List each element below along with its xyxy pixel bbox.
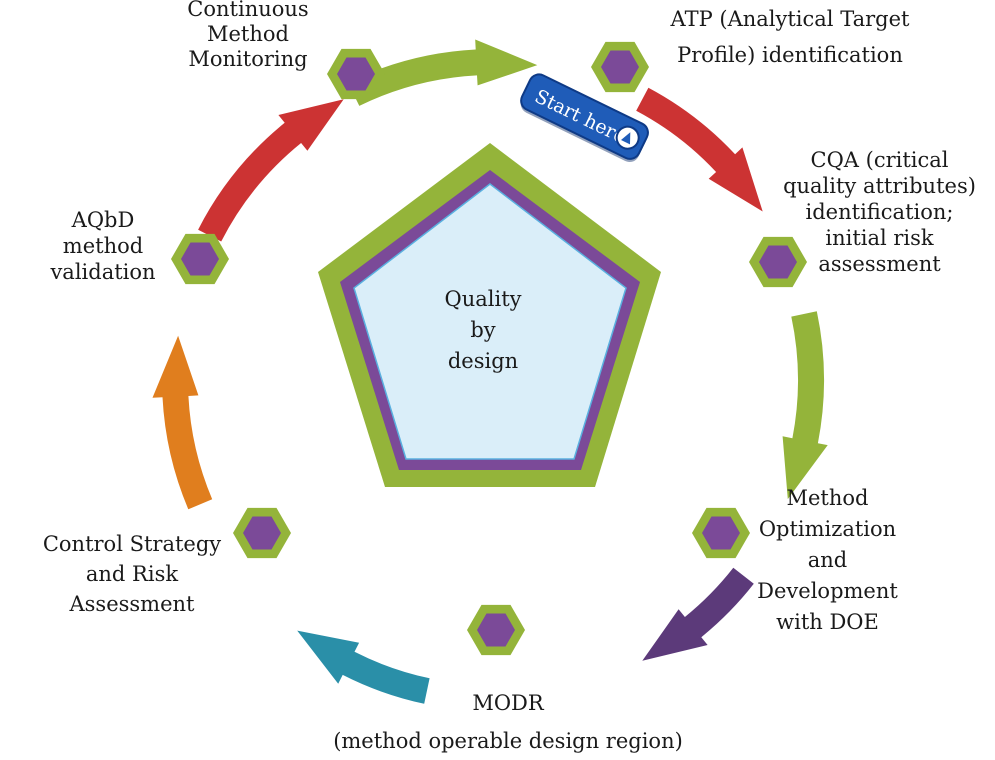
step-label-line: Method xyxy=(786,486,869,510)
step-hexagons xyxy=(171,41,807,656)
cycle-arrow-7 xyxy=(198,99,344,242)
step-label-line: CQA (critical xyxy=(810,148,949,172)
step-label-line: AQbD xyxy=(71,208,135,232)
hexagon-marker-cqa xyxy=(749,236,807,288)
step-label-line: and Risk xyxy=(85,562,179,586)
cycle-arrow-3 xyxy=(782,311,828,500)
step-label-line: Assessment xyxy=(69,592,195,616)
cycle-arrow-2 xyxy=(636,87,763,212)
cycle-arrow-4 xyxy=(642,567,754,661)
step-label-line: Control Strategy xyxy=(42,532,222,556)
play-arrow-icon xyxy=(620,132,631,145)
step-label-line: identification; xyxy=(805,200,954,224)
step-label-line: initial risk xyxy=(825,226,934,250)
center-line: design xyxy=(447,349,519,373)
cycle-arrow-5 xyxy=(297,630,430,704)
hexagon-marker-method-optimization xyxy=(692,507,750,559)
step-label-line: Method xyxy=(207,22,289,46)
center-line: Quality xyxy=(444,287,522,311)
hexagon-inner xyxy=(702,516,740,550)
step-label-modr: MODR (method operable design region) xyxy=(318,684,698,760)
cycle-arrows xyxy=(152,39,828,704)
step-label-line: ATP (Analytical Target xyxy=(670,7,910,31)
step-label-line: method xyxy=(62,234,144,258)
hexagon-inner xyxy=(243,516,281,550)
center-line: by xyxy=(470,318,496,342)
quality-by-design-pentagon xyxy=(318,143,661,487)
step-label-method-optimization: Method Optimization and Development with… xyxy=(740,483,915,638)
hexagon-marker-modr xyxy=(467,604,525,656)
step-label-control-strategy: Control Strategy and Risk Assessment xyxy=(37,529,227,619)
step-label-aqbd-validation: AQbD method validation xyxy=(38,207,168,285)
step-label-line: Continuous xyxy=(187,0,309,21)
cycle-arrow-1 xyxy=(347,39,538,106)
step-label-line: Monitoring xyxy=(188,47,308,71)
hexagon-marker-continuous-monitoring xyxy=(327,48,385,100)
step-label-atp: ATP (Analytical Target Profile) identifi… xyxy=(665,1,915,73)
pentagon-inner xyxy=(353,183,627,460)
step-label-cqa: CQA (critical quality attributes) identi… xyxy=(772,147,987,277)
step-label-line: validation xyxy=(50,260,156,284)
step-label-line: Optimization xyxy=(758,517,897,541)
step-label-line: quality attributes) xyxy=(783,174,976,198)
step-label-continuous-monitoring: Continuous Method Monitoring xyxy=(178,0,318,72)
step-label-line: Profile) identification xyxy=(677,43,903,67)
hexagon-inner xyxy=(181,242,219,276)
step-label-line: with DOE xyxy=(776,610,879,634)
hexagon-inner xyxy=(759,245,797,279)
step-label-line: (method operable design region) xyxy=(333,729,683,753)
hexagon-marker-atp xyxy=(591,41,649,93)
cycle-arrow-6 xyxy=(152,335,213,510)
hexagon-marker-control-strategy xyxy=(233,507,291,559)
step-label-line: assessment xyxy=(818,252,941,276)
step-label-line: and xyxy=(807,548,848,572)
center-label: Quality by design xyxy=(388,284,578,377)
hexagon-inner xyxy=(601,50,639,84)
hexagon-inner xyxy=(337,57,375,91)
step-label-line: Development xyxy=(757,579,898,603)
hexagon-inner xyxy=(477,613,515,647)
hexagon-marker-aqbd-validation xyxy=(171,233,229,285)
step-label-line: MODR xyxy=(472,691,544,715)
